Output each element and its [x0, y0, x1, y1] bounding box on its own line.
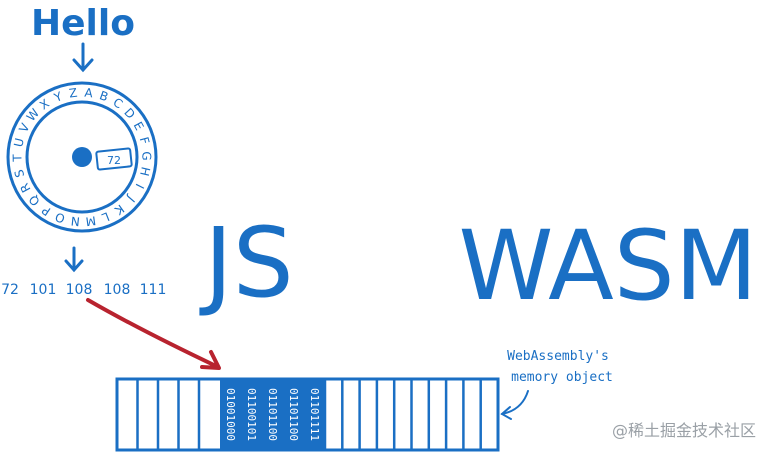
memory-byte-4: 01101111	[308, 388, 321, 441]
wheel-letter-l: L	[100, 209, 112, 225]
wheel-letter-t: T	[10, 154, 24, 163]
wheel-letter-e: E	[131, 119, 147, 132]
wheel-letter-g: G	[139, 151, 153, 161]
memory-byte-2: 01101100	[266, 388, 279, 441]
code-2: 108	[66, 282, 93, 298]
memory-byte-3: 01101100	[287, 388, 300, 441]
watermark: @稀土掘金技术社区	[612, 421, 756, 440]
wheel-letter-c: C	[110, 95, 125, 111]
wheel-letter-n: N	[70, 214, 80, 229]
wheel-letter-y: Y	[51, 89, 65, 105]
wasm-label: WASM	[458, 210, 757, 322]
code-4: 111	[140, 282, 167, 298]
wheel-letter-x: X	[37, 96, 52, 112]
down-arrow-top-icon	[72, 42, 94, 73]
wheel-tag-label: 72	[107, 154, 121, 167]
code-3: 108	[104, 282, 131, 298]
memory-binary: 01001000 01100101 01101100 01101100 01101111	[224, 388, 321, 441]
memory-filled-block	[220, 379, 325, 450]
memory-pointer-icon	[500, 390, 529, 420]
wheel-letter-j: J	[125, 192, 139, 205]
memory-byte-0: 01001000	[224, 388, 237, 441]
wheel-letter-v: V	[16, 120, 33, 134]
memory-strip: 01001000 01100101 01101100 01101100 01101111	[115, 377, 500, 452]
memory-label-line2: memory object	[511, 370, 613, 385]
memory-outline	[115, 377, 500, 452]
wheel-tag: 72	[95, 147, 133, 171]
wheel-letter-h: H	[137, 165, 153, 177]
hello-title: Hello	[31, 3, 135, 44]
wheel-letter-p: P	[39, 203, 53, 219]
wheel-letter-f: F	[137, 135, 152, 145]
code-1: 101	[30, 282, 57, 298]
code-0: 72	[1, 282, 19, 298]
memory-byte-1: 01100101	[245, 388, 258, 441]
wheel-letter-z: Z	[68, 86, 78, 101]
wheel-letter-s: S	[12, 168, 27, 179]
js-label: JS	[199, 207, 293, 319]
wheel-letter-r: R	[17, 181, 33, 195]
wheel-letter-u: U	[11, 137, 27, 149]
memory-label-line1: WebAssembly's	[507, 349, 609, 364]
wheel-letter-k: K	[111, 202, 126, 219]
char-codes: 72 101 108 108 111	[1, 282, 166, 298]
wheel-letter-m: M	[85, 213, 97, 228]
wheel-letter-o: O	[53, 210, 67, 226]
wheel-letter-a: A	[84, 86, 94, 101]
write-arrow-icon	[86, 298, 221, 370]
wheel-letter-b: B	[98, 88, 110, 104]
wheel-letter-i: I	[133, 181, 147, 190]
down-arrow-bottom-icon	[64, 246, 84, 273]
wheel-hub	[72, 147, 92, 167]
